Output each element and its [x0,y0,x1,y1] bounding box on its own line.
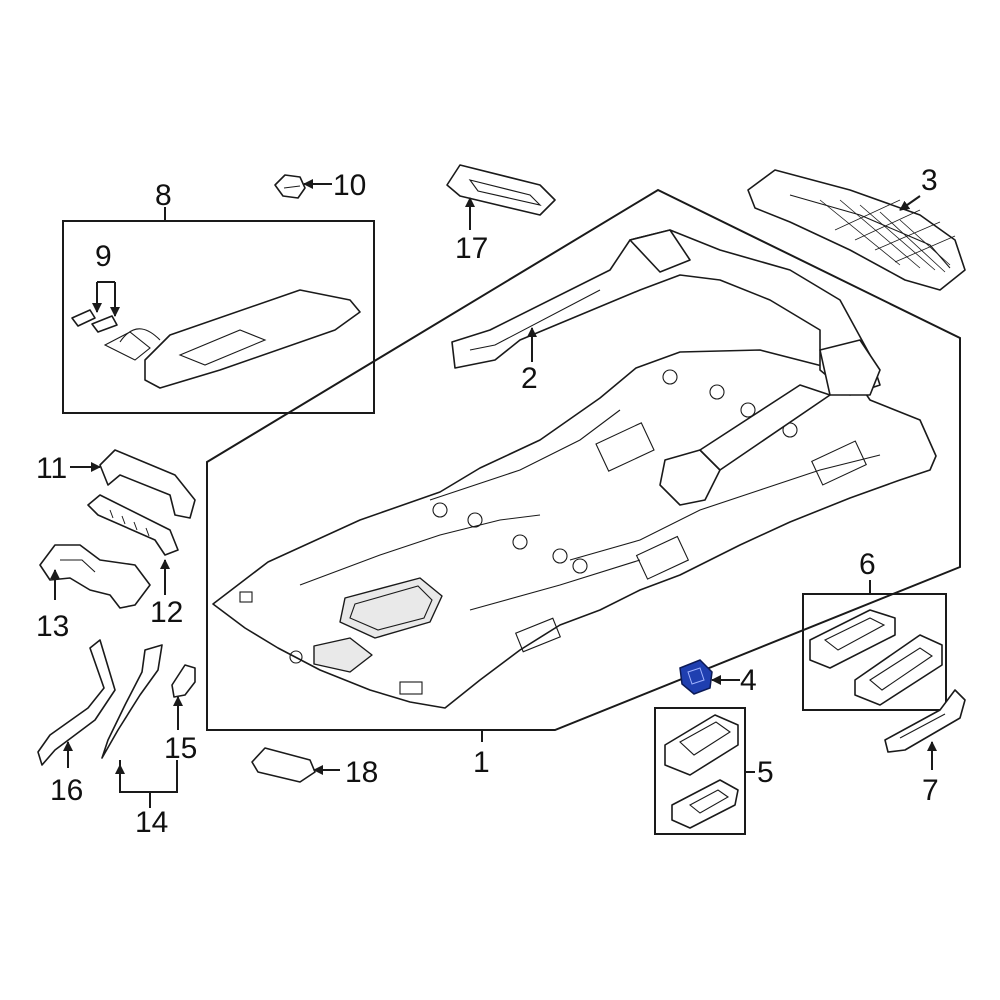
group-box-8-frame [62,220,375,414]
callout-16: 16 [50,774,83,807]
console-module [854,634,943,706]
callout-3: 3 [921,164,938,197]
grab-handle [99,449,196,519]
clip-10 [274,174,306,199]
callout-6: 6 [859,548,876,581]
callout-15: 15 [164,732,197,765]
callout-18: 18 [345,756,378,789]
headliner-frame [206,188,961,731]
pillar-trim-14 [101,644,163,759]
group-box-8 [62,220,375,414]
mount-bracket-13 [39,544,151,609]
visor-clip-b [91,315,118,333]
group-box-6 [802,593,947,711]
dome-lamp-lens [671,779,739,829]
leader-lines [50,179,937,808]
callout-17: 17 [455,232,488,265]
handle-bracket [87,494,179,556]
overhead-module-17 [446,164,556,216]
callout-12: 12 [150,596,183,629]
callout-10: 10 [333,169,366,202]
callout-5: 5 [757,756,774,789]
clip-15 [171,664,196,698]
group-box-6-frame [802,593,947,711]
map-lamp [664,714,739,776]
highlighted-part-4 [679,659,713,695]
wire-harness-16 [37,639,116,766]
roof-duct [451,229,881,506]
callout-9: 9 [95,240,112,273]
rear-trim-panel-texture [819,199,956,273]
visor-clip-a [71,309,96,327]
callout-4: 4 [740,664,757,697]
console-bezel [809,609,896,669]
group-box-5 [654,707,746,835]
callout-14: 14 [135,806,168,839]
callout-13: 13 [36,610,69,643]
callout-1: 1 [473,746,490,779]
callout-2: 2 [521,362,538,395]
callout-8: 8 [155,179,172,212]
rear-trim-panel [747,169,966,291]
callout-labels: 1 2 3 4 5 6 7 8 9 10 11 12 13 14 15 16 1… [36,164,939,839]
callout-11: 11 [36,452,67,485]
sun-visor [144,289,361,389]
callout-7: 7 [922,774,939,807]
courtesy-lamp-18 [251,747,316,783]
bracket-7 [884,689,966,753]
